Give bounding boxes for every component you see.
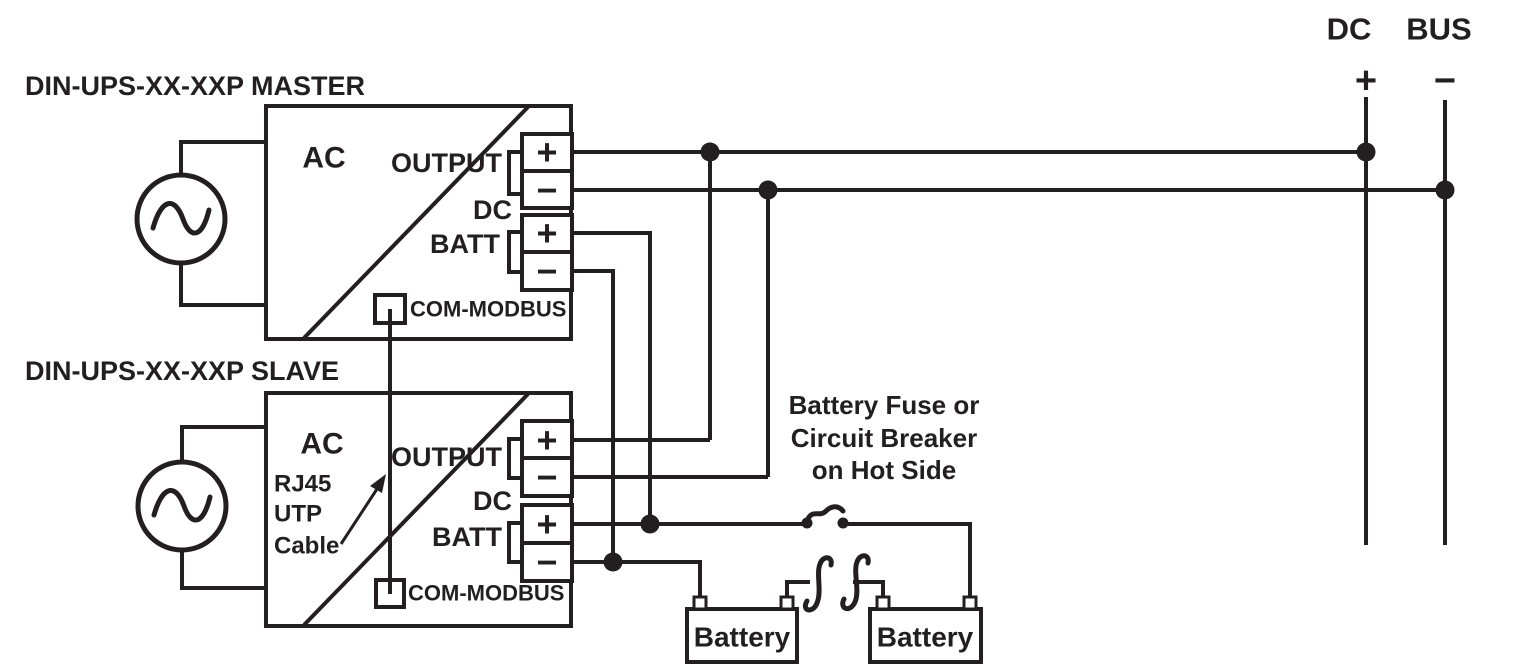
master-batt-bracket <box>507 230 522 274</box>
master-dc-label: DC <box>473 195 512 225</box>
slave-ac-label: AC <box>300 428 343 461</box>
master-output-label: OUTPUT <box>391 148 503 178</box>
rj45-note-line3: Cable <box>274 533 339 560</box>
slave-com-label: COM-MODBUS <box>408 581 564 606</box>
jumper-coil-left <box>802 555 834 613</box>
battery2-label: Battery <box>877 622 974 653</box>
slave-ac-source-icon <box>135 425 266 590</box>
master-terminal-plus2: + <box>536 213 557 254</box>
slave-dc-label: DC <box>473 486 512 516</box>
master-batt-plus-wire <box>572 231 652 524</box>
battery-1: Battery <box>685 595 799 664</box>
battery1-label: Battery <box>694 622 791 653</box>
slave-output-label: OUTPUT <box>391 442 503 472</box>
fuse-note-line1: Battery Fuse or <box>789 390 980 420</box>
battery2-right-terminal <box>962 595 978 611</box>
slave-terminal-plus1: + <box>536 420 557 461</box>
fuse-note-line3: on Hot Side <box>812 455 956 485</box>
battery-2: Battery <box>868 595 983 664</box>
battery1-right-terminal <box>779 595 795 611</box>
slave-batt-minus-wire <box>572 560 702 597</box>
master-ac-label: AC <box>302 142 345 175</box>
rj45-note-line2: UTP <box>274 501 322 528</box>
dc-bus-plus-sign: + <box>1355 60 1377 102</box>
battery2-jumper-wire <box>853 580 885 597</box>
master-terminal-minus2: − <box>536 251 557 292</box>
slave-title: DIN-UPS-XX-XXP SLAVE <box>25 356 339 386</box>
battery1-left-terminal <box>692 595 708 611</box>
master-diagonal-divider <box>302 105 530 340</box>
slave-terminal-blocks <box>507 419 574 583</box>
master-title: DIN-UPS-XX-XXP MASTER <box>25 71 365 101</box>
battery-fuse-switch-icon <box>801 504 849 529</box>
battery1-jumper-wire <box>785 580 810 597</box>
slave-batt-bracket <box>507 521 522 564</box>
master-terminal-blocks <box>507 132 574 292</box>
master-batt-minus-wire <box>572 269 615 562</box>
jumper-coil-right <box>840 553 871 612</box>
master-batt-label: BATT <box>430 229 500 259</box>
master-ac-source-icon <box>134 140 266 307</box>
slave-terminal-minus1: − <box>536 457 557 498</box>
master-output-bracket <box>507 150 522 196</box>
master-terminal-plus1: + <box>536 132 557 173</box>
master-com-label: COM-MODBUS <box>410 297 566 322</box>
rj45-note-line1: RJ45 <box>274 471 331 498</box>
battery2-left-terminal <box>875 595 891 611</box>
dc-bus-title-bus: BUS <box>1406 12 1471 47</box>
slave-diagonal-divider <box>302 392 530 627</box>
slave-batt-label: BATT <box>432 522 502 552</box>
wiring <box>572 150 1445 597</box>
master-terminal-minus1: − <box>536 170 557 211</box>
junction-dots <box>603 142 1455 572</box>
slave-output-bracket <box>507 437 522 480</box>
slave-batt-plus-wire-right <box>843 522 972 597</box>
rj45-arrow <box>339 474 386 545</box>
slave-terminal-minus2: − <box>536 542 557 583</box>
dc-bus-minus-sign: − <box>1434 60 1456 102</box>
slave-terminal-plus2: + <box>536 504 557 545</box>
fuse-note-line2: Circuit Breaker <box>791 423 977 453</box>
dc-bus-title-dc: DC <box>1327 12 1372 47</box>
